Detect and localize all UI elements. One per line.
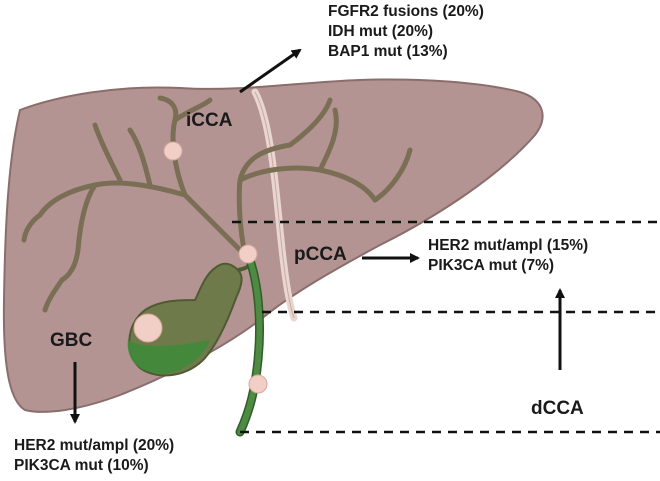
pcca-tumor xyxy=(238,244,258,264)
annotation-arrows xyxy=(70,48,565,424)
region-dividers xyxy=(232,220,660,434)
icca-tumor xyxy=(163,141,183,161)
dcca-label: dCCA xyxy=(531,398,584,419)
gbc-label: GBC xyxy=(50,330,93,351)
tumor-markers xyxy=(133,141,268,394)
icca-annotation-line: FGFR2 fusions (20%) xyxy=(328,3,484,20)
pcca-annotation: HER2 mut/ampl (15%) PIK3CA mut (7%) xyxy=(428,236,588,276)
icca-annotation: FGFR2 fusions (20%) IDH mut (20%) BAP1 m… xyxy=(328,2,484,62)
icca-annotation-line: IDH mut (20%) xyxy=(328,23,434,40)
dcca-tumor xyxy=(248,374,268,394)
icca-annotation-line: BAP1 mut (13%) xyxy=(328,43,448,60)
icca-label: iCCA xyxy=(186,110,233,131)
gbc-tumor xyxy=(133,313,163,343)
gbc-annotation: HER2 mut/ampl (20%) PIK3CA mut (10%) xyxy=(14,436,174,476)
gallbladder-bile xyxy=(127,340,210,374)
bile-duct-tree xyxy=(21,95,413,313)
gbc-annotation-line: HER2 mut/ampl (20%) xyxy=(14,437,175,454)
pcca-annotation-line: HER2 mut/ampl (15%) xyxy=(428,237,589,254)
gbc-annotation-line: PIK3CA mut (10%) xyxy=(14,457,149,474)
pcca-label: pCCA xyxy=(294,244,347,265)
pcca-annotation-line: PIK3CA mut (7%) xyxy=(428,257,555,274)
icca-arrow xyxy=(239,48,302,94)
